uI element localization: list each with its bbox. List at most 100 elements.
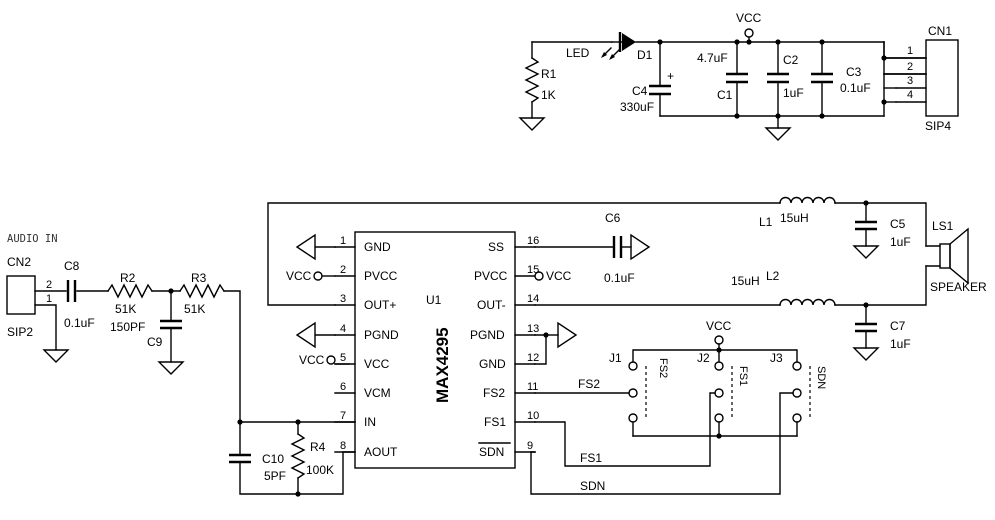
j1-label: J1 (609, 351, 622, 365)
pin-4-ground-symbol (295, 321, 336, 349)
speaker-icon (925, 227, 969, 285)
cn1-pin-2: 2 (907, 61, 913, 73)
pin-6-name: VCM (364, 386, 391, 400)
pin-3-num: 3 (340, 293, 346, 305)
r4-resistor (290, 433, 306, 479)
c5-ground-symbol (852, 245, 880, 259)
pin-12-name: GND (479, 357, 506, 371)
vcc-pin2-label: VCC (286, 269, 312, 283)
c10-capacitor (229, 421, 356, 495)
pin-1-name: GND (364, 240, 391, 254)
output-section: C6 0.1uF L1 15uH C5 1uF 15uH L2 (267, 196, 987, 361)
sip2-label: SIP2 (7, 325, 33, 339)
cn2-ground-symbol (42, 349, 70, 363)
c3-capacitor (811, 41, 833, 117)
r1-value: 1K (541, 88, 556, 102)
r4-value: 100K (306, 463, 334, 477)
cn2-connector (6, 275, 36, 315)
r1-resistor (524, 57, 540, 103)
cn1-pin-4: 4 (907, 89, 913, 101)
c6-value: 0.1uF (604, 271, 635, 285)
net-fs2-label: FS2 (578, 377, 600, 391)
c1-label: C1 (717, 88, 733, 102)
pin-7-name: IN (364, 415, 376, 429)
vcc-jumper-label: VCC (706, 319, 732, 333)
pin-13-name: PGND (470, 328, 505, 342)
cn2-pin-1: 1 (46, 293, 52, 305)
audio-in-label: AUDIO IN (7, 233, 58, 245)
vcc-terminal-pin5 (326, 355, 336, 365)
pin-4-num: 4 (340, 323, 346, 335)
c3-value: 0.1uF (840, 81, 871, 95)
c7-capacitor (852, 304, 880, 361)
c5-capacitor (852, 202, 880, 259)
pin-10-num: 10 (527, 410, 539, 422)
sip4-label: SIP4 (925, 119, 951, 133)
c5-label: C5 (890, 217, 906, 231)
pin-9-name: SDN (479, 445, 504, 459)
c8-capacitor (66, 280, 77, 302)
c4-plus: + (667, 69, 674, 83)
vcc-pin15-label: VCC (546, 269, 572, 283)
pin-13-ground-symbol (557, 321, 578, 349)
c2-value: 1uF (783, 86, 804, 100)
led-label: LED (566, 46, 590, 60)
pin-8-num: 8 (340, 440, 346, 452)
d1-led (601, 32, 636, 60)
j3-signal-label: SDN (815, 366, 827, 389)
pin-8-name: AOUT (364, 445, 398, 459)
net-fs1-label: FS1 (580, 451, 602, 465)
c8-label: C8 (64, 259, 80, 273)
pin-3-name: OUT+ (364, 298, 396, 312)
c7-ground-symbol (852, 347, 880, 361)
pin-15-name: PVCC (474, 269, 508, 283)
c7-value: 1uF (890, 337, 911, 351)
pin-14-name: OUT- (477, 298, 506, 312)
c5-value: 1uF (890, 235, 911, 249)
pin-10-name: FS1 (484, 415, 506, 429)
power-ground-symbol (764, 127, 792, 141)
vcc-terminal-jumpers (714, 335, 724, 345)
u1-ref: U1 (426, 293, 442, 307)
cn1-connector (881, 39, 959, 117)
vcc-terminal-pin2 (313, 271, 323, 281)
l1-value: 15uH (780, 211, 809, 225)
r4-label: R4 (310, 440, 326, 454)
pin-14-num: 14 (527, 293, 539, 305)
pin-6-num: 6 (340, 381, 346, 393)
power-section: LED D1 R1 1K VCC + C4 330uF 4.7uF C1 C2 … (518, 11, 959, 141)
c6-capacitor (612, 236, 623, 258)
c10-value: 5PF (264, 469, 286, 483)
pin-13-num: 13 (527, 323, 539, 335)
r2-value: 51K (115, 302, 136, 316)
j2-signal-label: FS1 (737, 366, 749, 386)
cn1-label: CN1 (928, 24, 952, 38)
r2-resistor (107, 283, 153, 299)
j3-label: J3 (770, 351, 783, 365)
c4-value: 330uF (620, 100, 654, 114)
c2-label: C2 (783, 53, 799, 67)
j3-jumper (792, 361, 811, 437)
r3-value: 51K (184, 302, 205, 316)
c1-capacitor (726, 41, 748, 117)
ls1-label: LS1 (932, 219, 954, 233)
pin-16-name: SS (488, 240, 504, 254)
c3-label: C3 (846, 65, 862, 79)
c4-label: C4 (632, 84, 648, 98)
pin-7-num: 7 (340, 410, 346, 422)
pin-5-num: 5 (340, 352, 346, 364)
vcc-pin5-label: VCC (299, 353, 325, 367)
c10-label: C10 (262, 452, 284, 466)
pin-9-num: 9 (527, 440, 533, 452)
pin-1-ground-symbol (295, 233, 336, 261)
cn1-pin-1: 1 (907, 45, 913, 57)
c6-label: C6 (605, 211, 621, 225)
c8-value: 0.1uF (64, 316, 95, 330)
c7-label: C7 (890, 319, 906, 333)
r1-ground-symbol (518, 117, 546, 131)
l1-label: L1 (759, 215, 773, 229)
l1-inductor (779, 196, 836, 204)
c9-value: 150PF (110, 320, 145, 334)
l2-label: L2 (766, 269, 780, 283)
pin-5-name: VCC (364, 357, 390, 371)
